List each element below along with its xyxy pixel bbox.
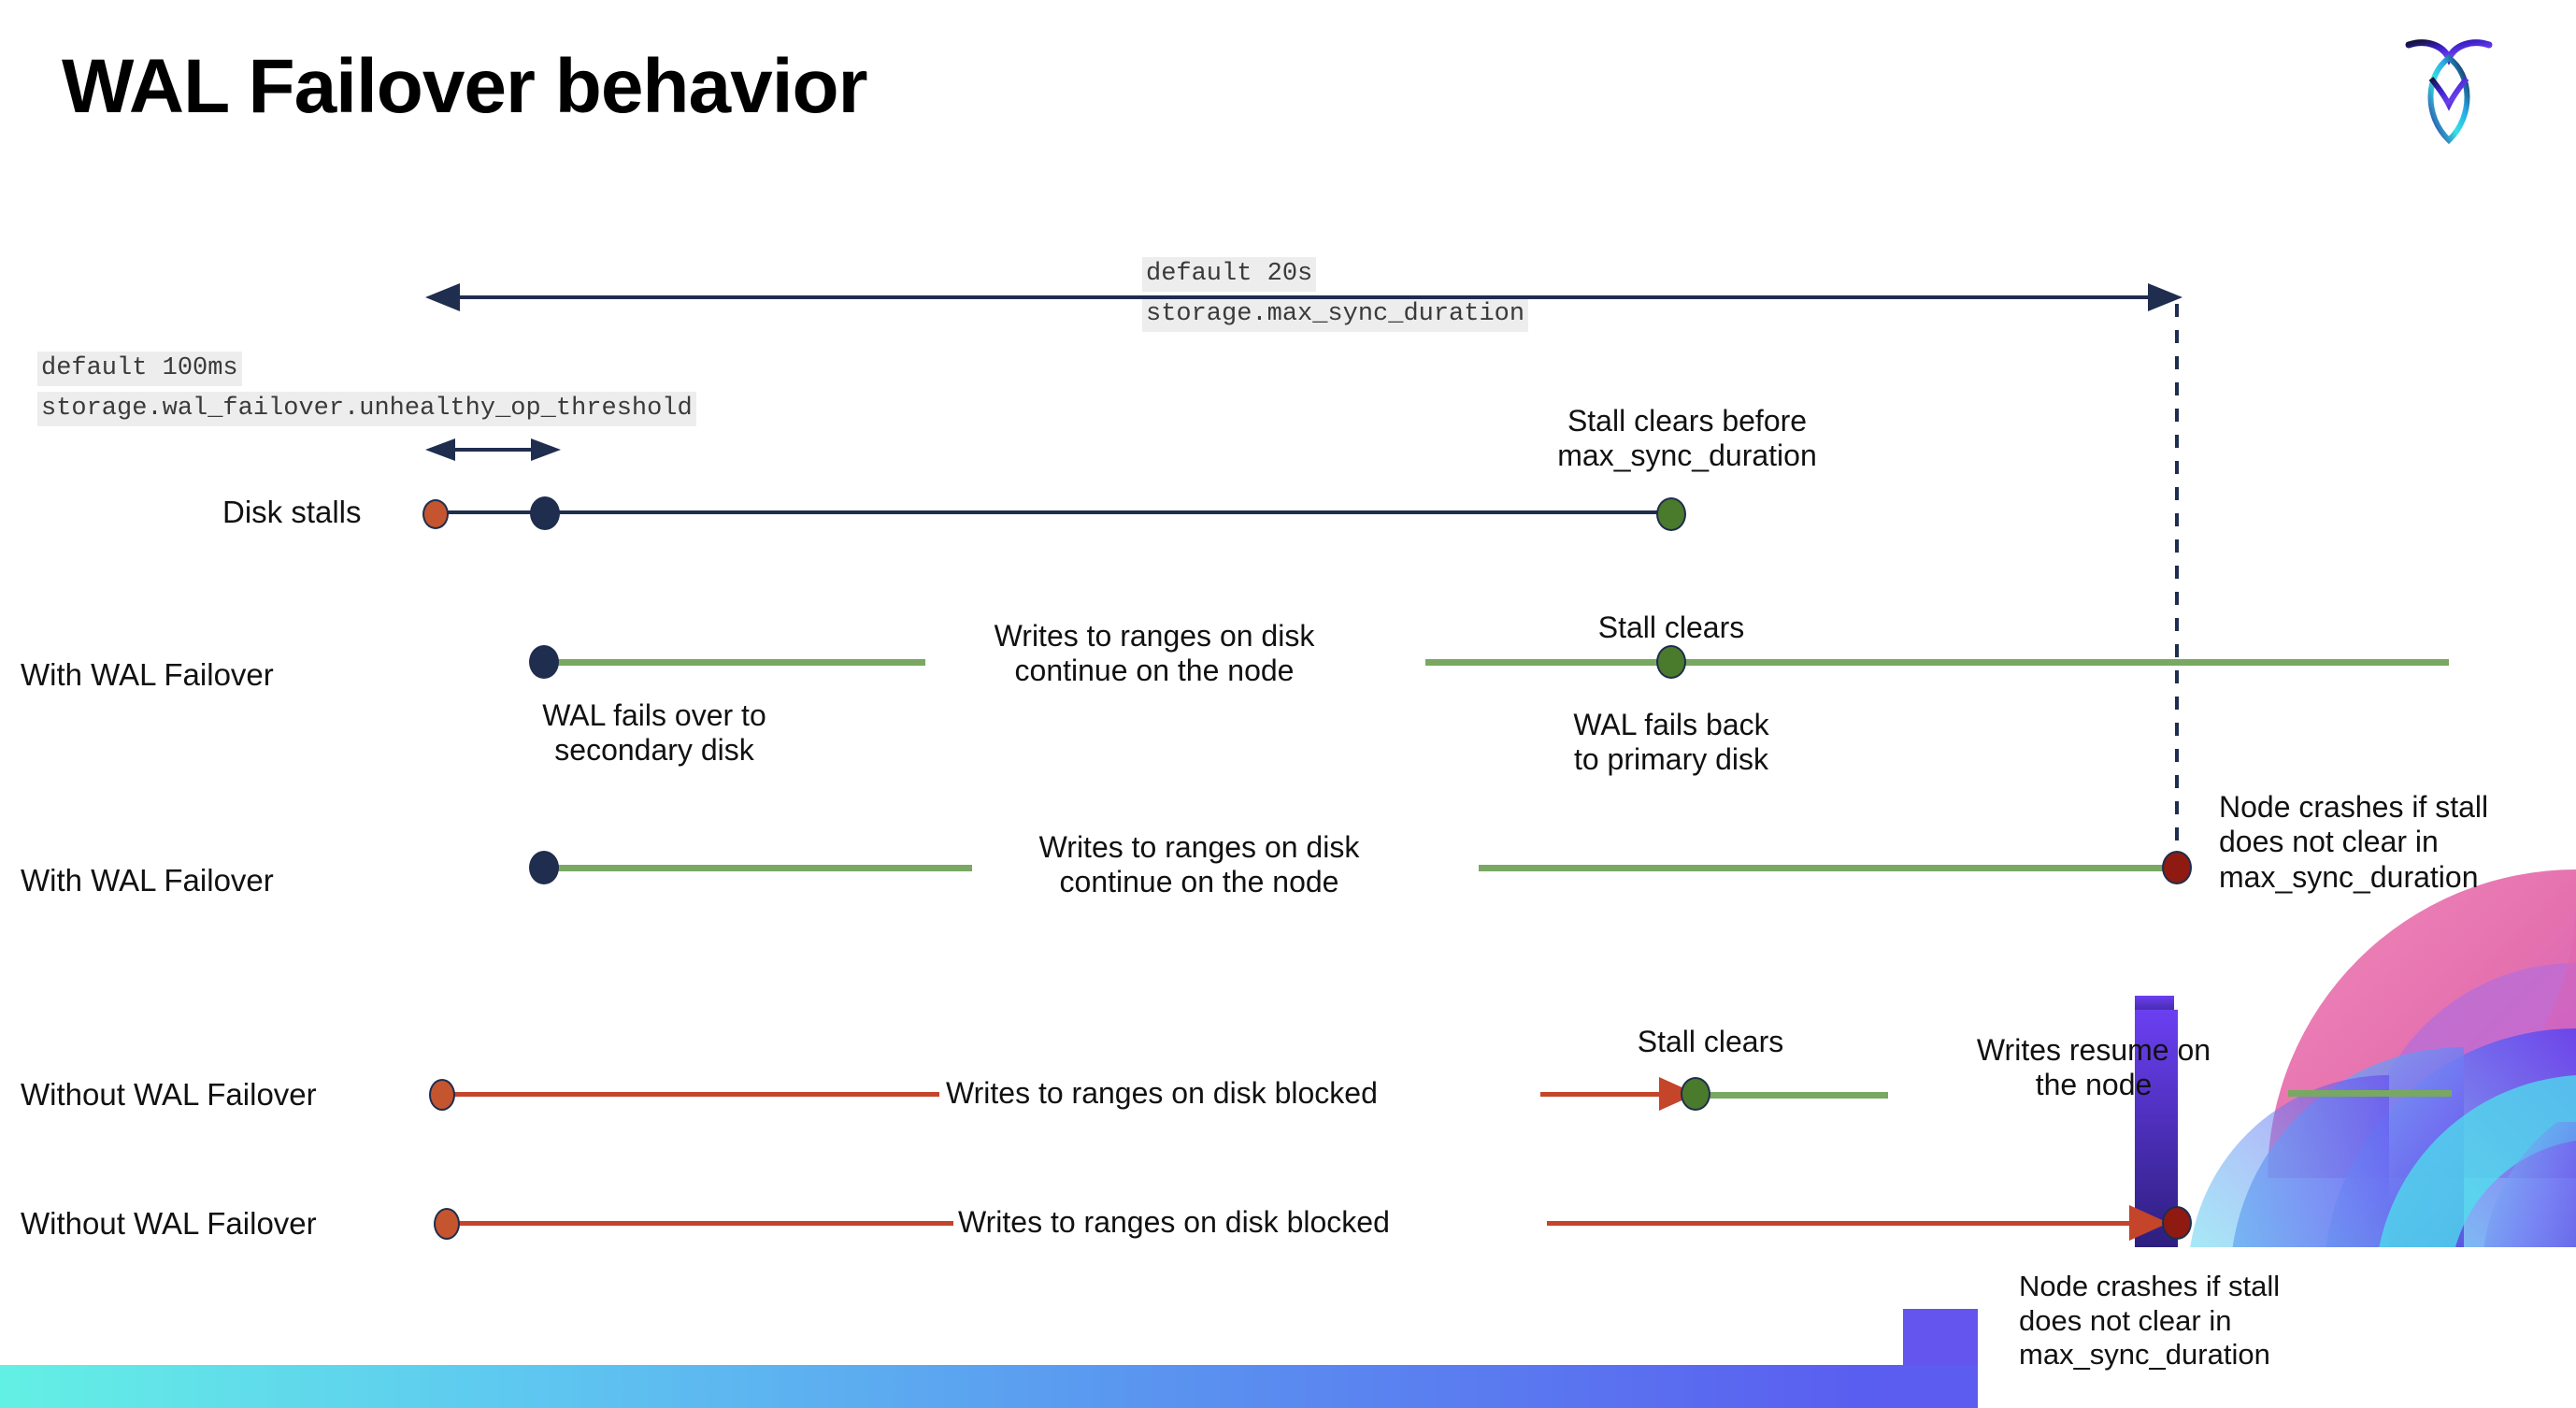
row-label-without-wal-failover-2: Without WAL Failover	[21, 1206, 317, 1241]
with-failover-1-segment-a	[547, 659, 925, 666]
disk-stall-failover-dot	[530, 496, 560, 530]
without-failover-1-stall-dot	[429, 1079, 455, 1111]
annotation-stall-clears-1: Stall clears	[1597, 611, 1745, 644]
with-failover-2-crash-dot	[2162, 851, 2192, 884]
row-label-with-wal-failover-1: With WAL Failover	[21, 657, 274, 692]
max-sync-duration-default-chip: default 20s	[1142, 257, 1317, 292]
without-failover-1-resume-b	[2288, 1090, 2452, 1097]
annotation-stall-clears-2: Stall clears	[1637, 1025, 1784, 1058]
with-failover-1-stall-clear-dot	[1656, 645, 1686, 679]
without-failover-1-blocked-a	[453, 1092, 939, 1097]
without-failover-2-blocked-a	[458, 1221, 953, 1226]
with-failover-2-segment-b	[1479, 865, 2175, 871]
callout-panel	[1978, 1247, 2576, 1408]
with-failover-1-segment-b	[1425, 659, 2449, 666]
annotation-writes-continue-2: Writes to ranges on disk continue on the…	[1038, 830, 1360, 899]
with-failover-2-segment-a	[547, 865, 972, 871]
with-failover-2-failover-dot	[529, 851, 559, 884]
annotation-writes-continue-1: Writes to ranges on disk continue on the…	[994, 619, 1315, 688]
disk-stall-clear-dot	[1656, 497, 1686, 531]
annotation-node-crashes-2: Node crashes if stall does not clear in …	[2019, 1270, 2281, 1372]
unhealthy-op-threshold-default-chip: default 100ms	[37, 352, 242, 386]
annotation-wal-fails-back: WAL fails back to primary disk	[1573, 708, 1769, 777]
disk-stall-start-dot	[422, 499, 449, 529]
max-sync-duration-name-chip: storage.max_sync_duration	[1142, 297, 1529, 332]
page-title: WAL Failover behavior	[62, 44, 868, 129]
annotation-writes-resume: Writes resume on the node	[1976, 1033, 2211, 1102]
without-failover-1-clear-dot	[1681, 1077, 1710, 1111]
without-failover-2-blocked-b	[1547, 1221, 2136, 1226]
without-failover-2-stall-dot	[434, 1208, 460, 1240]
without-failover-1-resume-a	[1687, 1092, 1888, 1099]
disk-stalls-timeline	[435, 510, 1673, 514]
without-failover-2-crash-dot	[2162, 1206, 2192, 1240]
row-label-without-wal-failover-1: Without WAL Failover	[21, 1077, 317, 1112]
with-failover-1-failover-dot	[529, 645, 559, 679]
without-failover-1-blocked-b	[1540, 1092, 1699, 1097]
annotation-node-crashes-1: Node crashes if stall does not clear in …	[2219, 790, 2489, 894]
row-label-disk-stalls: Disk stalls	[222, 495, 362, 529]
annotation-writes-blocked-1: Writes to ranges on disk blocked	[946, 1076, 1378, 1110]
unhealthy-op-threshold-name-chip: storage.wal_failover.unhealthy_op_thresh…	[37, 392, 696, 426]
row-label-with-wal-failover-2: With WAL Failover	[21, 863, 274, 898]
unhealthy-op-threshold-span-arrow	[425, 438, 561, 461]
cockroachdb-logo-icon	[2405, 39, 2493, 145]
annotation-wal-fails-over: WAL fails over to secondary disk	[542, 698, 766, 768]
annotation-writes-blocked-2: Writes to ranges on disk blocked	[958, 1205, 1390, 1239]
annotation-stall-clears-before: Stall clears before max_sync_duration	[1557, 404, 1817, 473]
